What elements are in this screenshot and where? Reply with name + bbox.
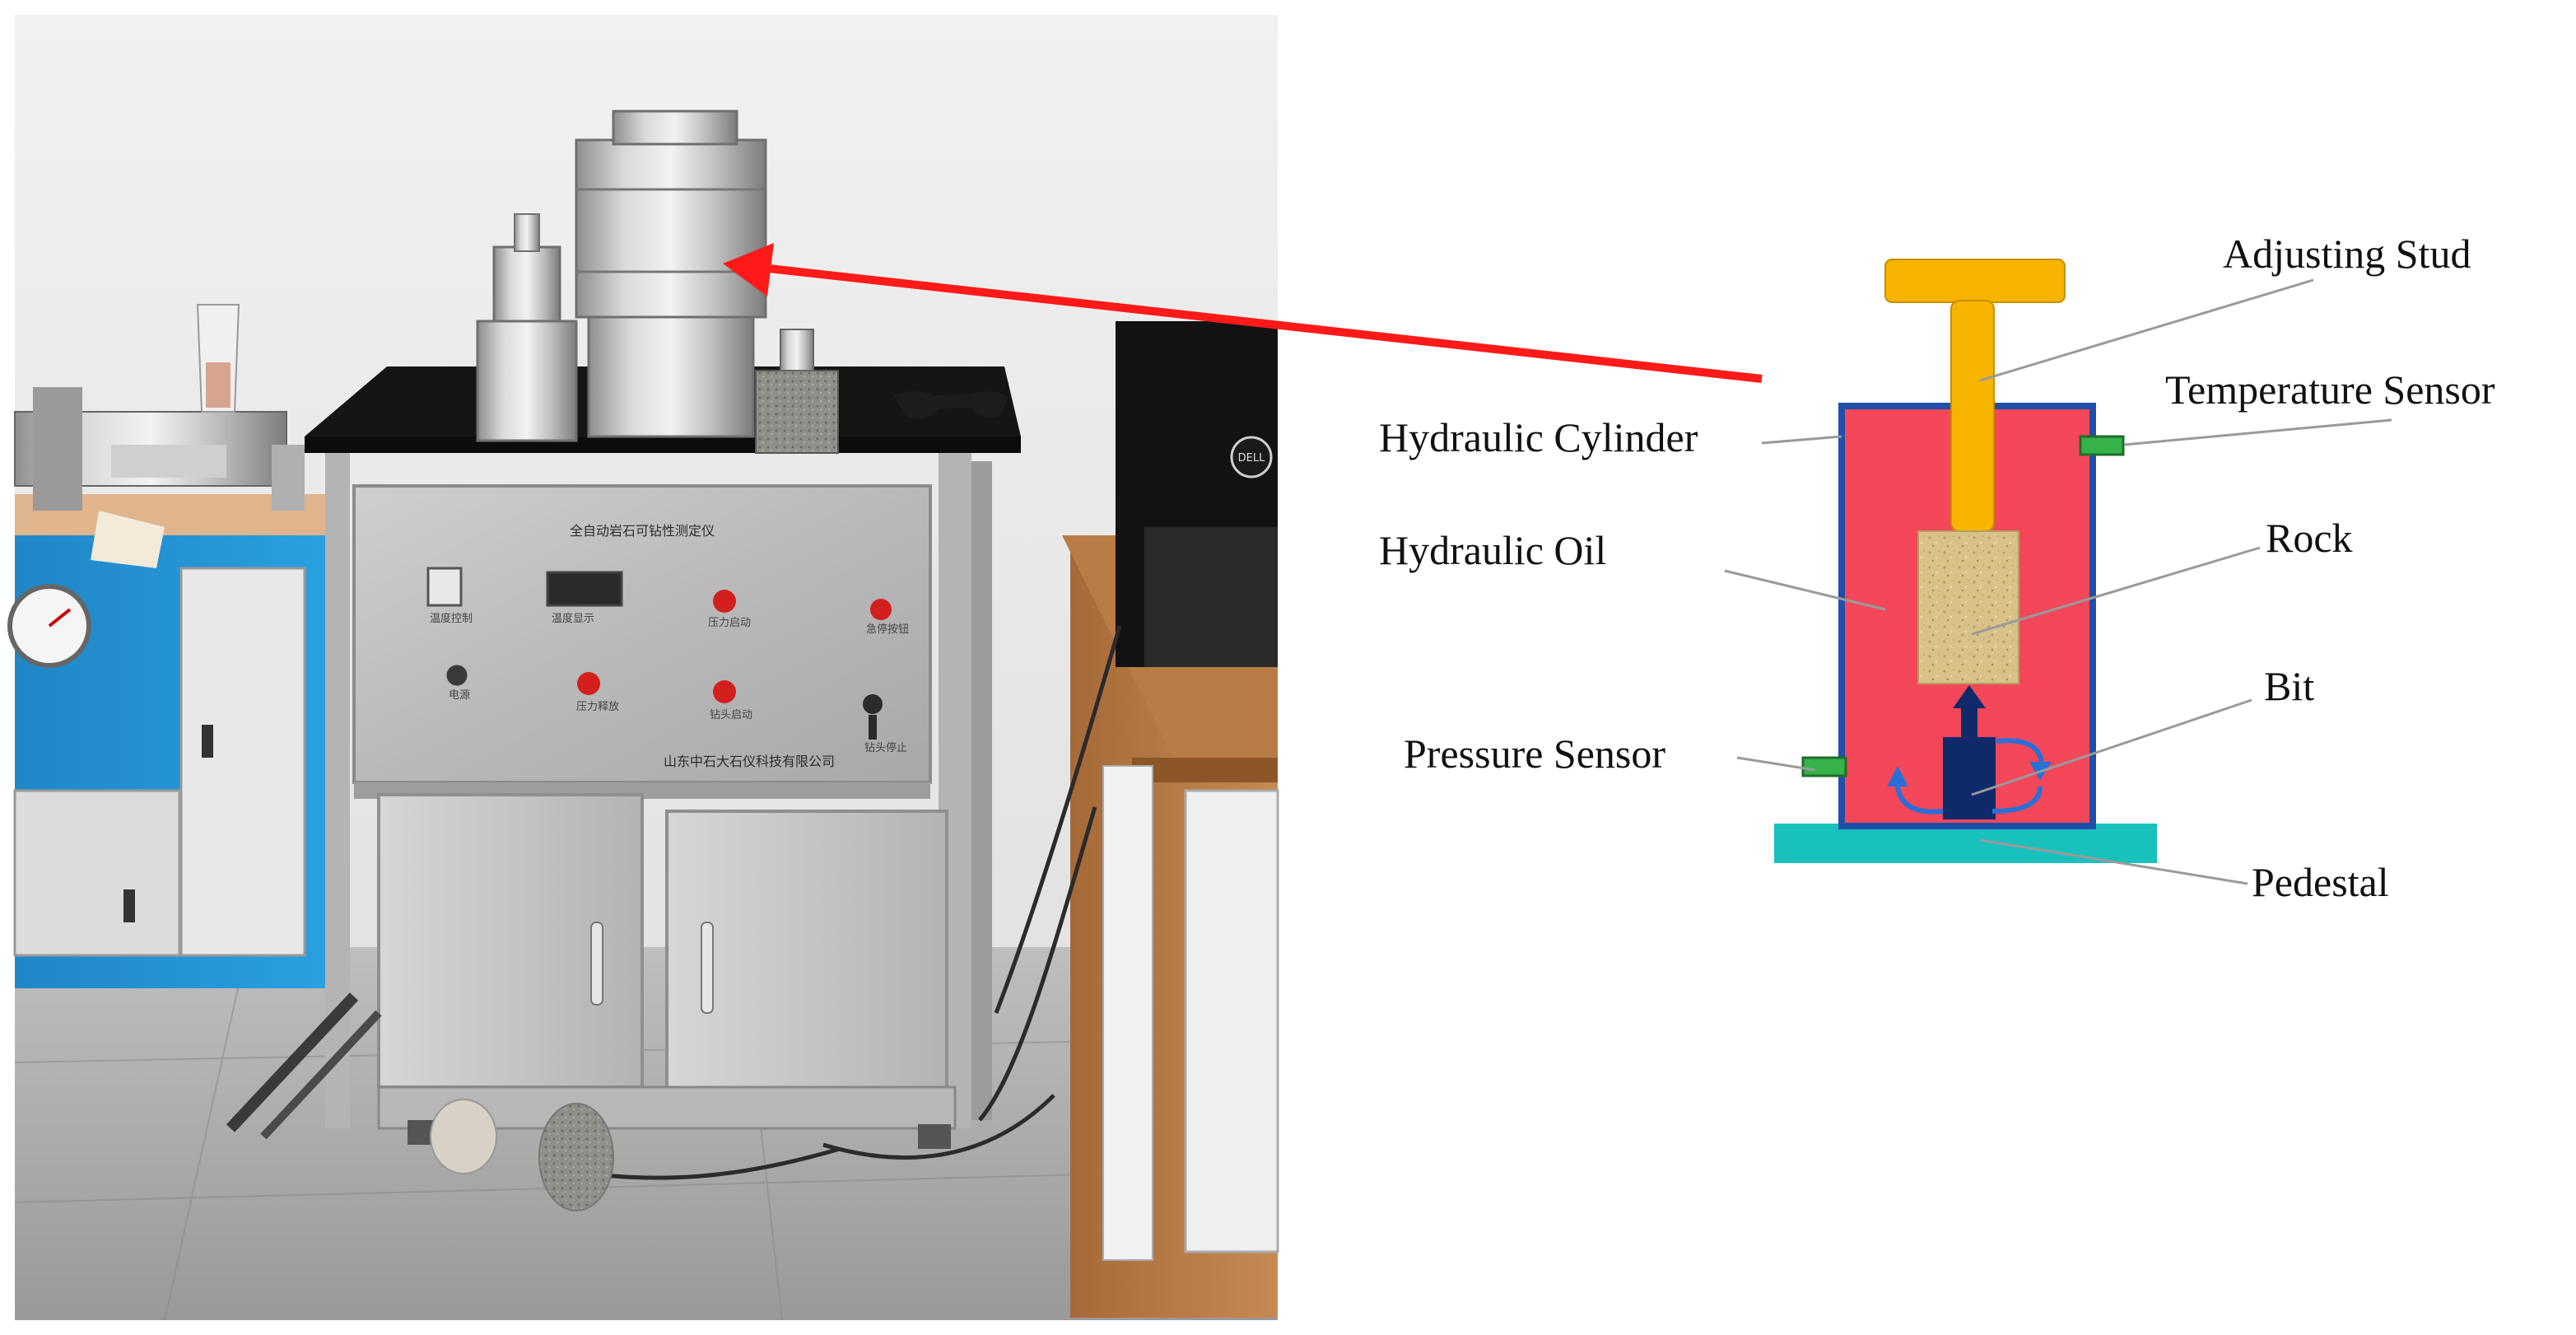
lab-photo: 全自动岩石可钻性测定仪 温度控制 温度显示 压力启动 急停按钮 电源 压力释放 …	[7, 15, 1279, 1321]
key-switch-icon	[863, 694, 883, 714]
company-name: 山东中石大石仪科技有限公司	[664, 754, 835, 769]
temperature-display	[426, 567, 463, 607]
power-switch-icon	[444, 662, 470, 689]
door-handle	[701, 922, 714, 1014]
leader-bit	[1971, 698, 2252, 796]
rock-sample-schematic	[1917, 530, 2019, 684]
floor-tool	[226, 992, 359, 1132]
temperature-sensor	[2079, 435, 2125, 456]
svg-text:压力释放: 压力释放	[576, 701, 619, 713]
arrowhead-icon	[723, 243, 774, 296]
label-temperature-sensor: Temperature Sensor	[2165, 366, 2495, 413]
rotation-arrowhead-icon	[1887, 766, 1908, 787]
digital-display	[546, 571, 623, 607]
dell-logo-icon	[1230, 436, 1273, 478]
adjusting-stud-head	[1884, 259, 2066, 303]
label-pedestal: Pedestal	[2252, 859, 2389, 905]
pedestal	[1774, 824, 2157, 863]
desk-and-computer: DELL	[1062, 321, 1279, 1318]
svg-text:电源: 电源	[449, 689, 470, 702]
leader-adjusting-stud	[1979, 278, 2314, 382]
control-panel	[352, 484, 932, 784]
sunglasses-icon	[893, 390, 1009, 419]
leader-hydraulic-cylinder	[1761, 435, 1842, 445]
svg-text:钻头启动: 钻头启动	[710, 709, 752, 721]
bit-arrow-icon	[1953, 685, 1986, 737]
drill-bit	[1943, 737, 1996, 819]
red-button-icon	[713, 590, 736, 613]
adjusting-stud-shaft	[1950, 300, 1995, 532]
svg-text:急停按钮: 急停按钮	[866, 623, 909, 636]
svg-text:钻头停止: 钻头停止	[864, 741, 907, 754]
svg-text:压力启动: 压力启动	[708, 617, 751, 629]
leader-temperature-sensor	[2123, 418, 2392, 446]
leader-rock	[1971, 546, 2261, 636]
label-bit: Bit	[2264, 663, 2314, 709]
red-button-icon	[577, 672, 600, 695]
label-adjusting-stud: Adjusting Stud	[2223, 231, 2471, 277]
label-hydraulic-oil: Hydraulic Oil	[1379, 527, 1606, 573]
device-title: 全自动岩石可钻性测定仪	[570, 523, 715, 539]
label-rock: Rock	[2266, 515, 2353, 561]
panel-small-labels: 温度控制 温度显示 压力启动 急停按钮 电源 压力释放 钻头启动 钻头停止	[430, 612, 909, 754]
floor-tool	[260, 1010, 382, 1140]
connecting-arrow	[723, 243, 1763, 383]
red-button-icon	[870, 599, 892, 620]
leader-pedestal	[1979, 838, 2248, 885]
rock-sample	[430, 1099, 497, 1174]
svg-text:温度显示: 温度显示	[552, 612, 594, 625]
drillability-tester-cabinet: 全自动岩石可钻性测定仪 温度控制 温度显示 压力启动 急停按钮 电源 压力释放 …	[305, 366, 1021, 1149]
leader-pressure-sensor	[1736, 756, 1816, 772]
door-handle	[590, 922, 603, 1006]
rock-sample	[538, 1103, 614, 1211]
svg-text:温度控制: 温度控制	[430, 612, 473, 625]
left-pump-machine	[7, 304, 344, 988]
leader-hydraulic-oil	[1724, 569, 1886, 611]
pressure-sensor	[1801, 756, 1847, 777]
monitor-brand: DELL	[1238, 452, 1265, 464]
red-button-icon	[713, 680, 736, 703]
rotation-arrows-icon	[1895, 738, 2044, 815]
label-pressure-sensor: Pressure Sensor	[1404, 731, 1665, 777]
schematic-diagram: Adjusting Stud Temperature Sensor Hydrau…	[1379, 231, 2495, 905]
hydraulic-cylinder-apparatus	[476, 110, 1009, 454]
label-hydraulic-cylinder: Hydraulic Cylinder	[1379, 414, 1698, 460]
